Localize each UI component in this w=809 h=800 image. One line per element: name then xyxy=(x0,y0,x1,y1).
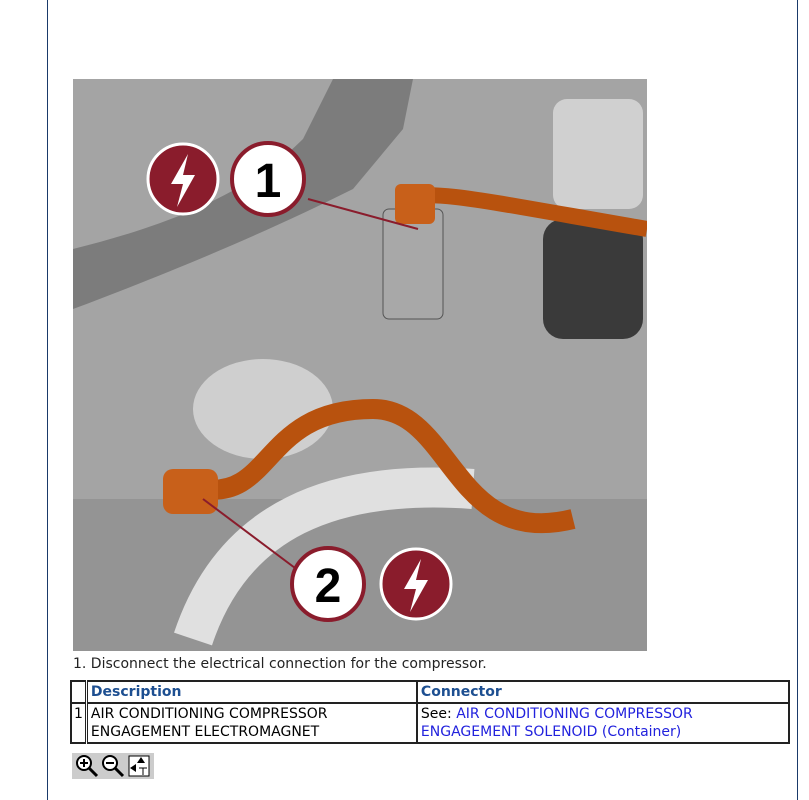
see-label: See: xyxy=(420,706,452,722)
svg-text:2: 2 xyxy=(315,560,342,613)
table-row: 1 AIR CONDITIONING COMPRESSOR ENGAGEMENT… xyxy=(69,702,791,744)
connector-table: Description Connector 1 AIR CONDITIONING… xyxy=(69,680,791,744)
description-header: Description xyxy=(85,680,418,704)
connector-header: Connector xyxy=(415,680,791,704)
step-instruction: 1. Disconnect the electrical connection … xyxy=(73,656,487,672)
page-border-left xyxy=(47,0,48,800)
zoom-in-icon[interactable] xyxy=(75,754,99,778)
svg-text:1: 1 xyxy=(255,155,282,208)
row-index: 1 xyxy=(69,702,88,744)
callout-2: 2 xyxy=(290,546,366,622)
lightning-badge-1 xyxy=(146,142,220,216)
callout-1: 1 xyxy=(230,141,306,217)
lightning-badge-2 xyxy=(379,547,453,621)
fit-icon[interactable] xyxy=(127,754,151,778)
image-toolbar xyxy=(72,753,154,779)
compressor-connector-photo: 1 2 xyxy=(73,79,647,651)
row-connector: See: AIR CONDITIONING COMPRESSOR ENGAGEM… xyxy=(415,702,791,744)
page-border-right xyxy=(797,0,798,800)
connector-link[interactable]: AIR CONDITIONING COMPRESSOR ENGAGEMENT S… xyxy=(420,706,693,740)
table-header-row: Description Connector xyxy=(69,680,791,704)
row-description: AIR CONDITIONING COMPRESSOR ENGAGEMENT E… xyxy=(85,702,418,744)
index-header xyxy=(69,680,88,704)
zoom-out-icon[interactable] xyxy=(101,754,125,778)
